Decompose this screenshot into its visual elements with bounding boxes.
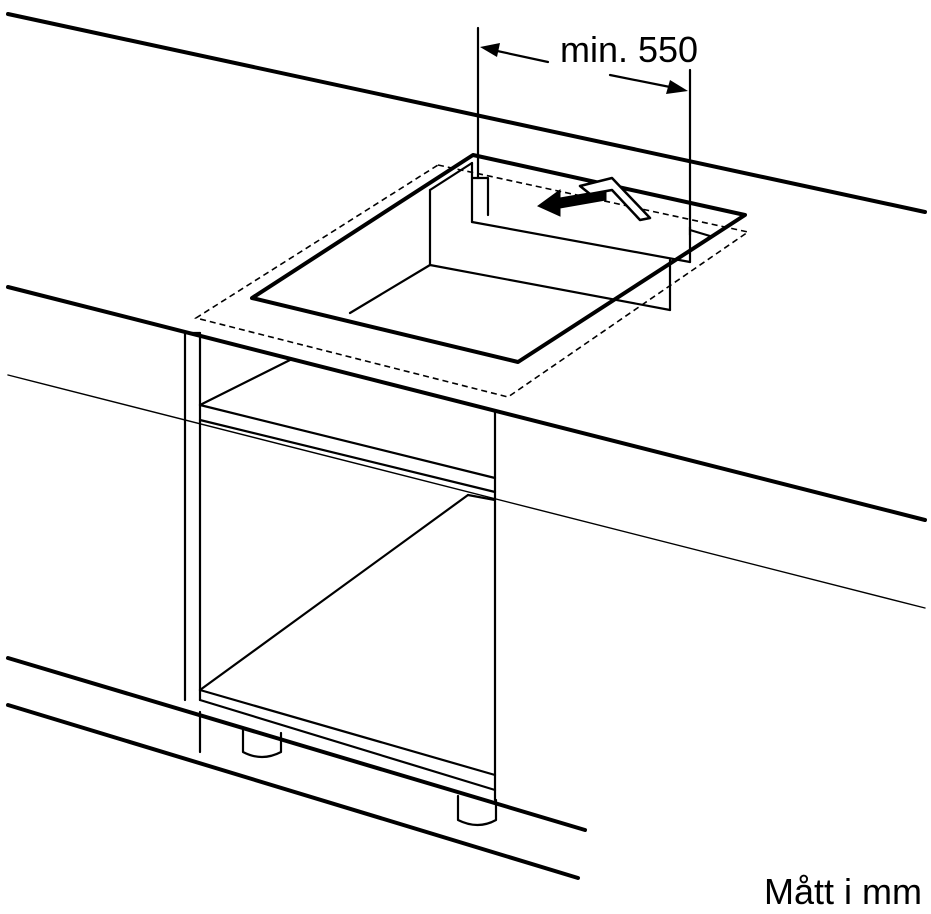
- dimension-label: min. 550: [560, 29, 698, 70]
- hob-outline-dashed: [193, 164, 750, 398]
- dimension-arrow-left: [480, 43, 550, 64]
- dimension-arrow-right: [608, 73, 688, 94]
- worktop-front-edge: [6, 285, 927, 522]
- units-note: Mått i mm: [764, 871, 922, 912]
- worktop-cutout: [250, 153, 747, 364]
- cutout-inner-walls: [348, 161, 712, 315]
- airflow-arrow-out: [537, 189, 607, 217]
- cabinet-foot-left: [241, 726, 283, 759]
- airflow-arrow-in: [578, 176, 652, 222]
- worktop-underside-edge: [7, 374, 926, 609]
- plinth-bottom-line: [6, 703, 580, 880]
- cabinet: [183, 331, 497, 802]
- worktop-back-edge: [6, 12, 927, 214]
- cabinet-foot-right: [456, 794, 498, 827]
- plinth-top-line: [6, 656, 587, 832]
